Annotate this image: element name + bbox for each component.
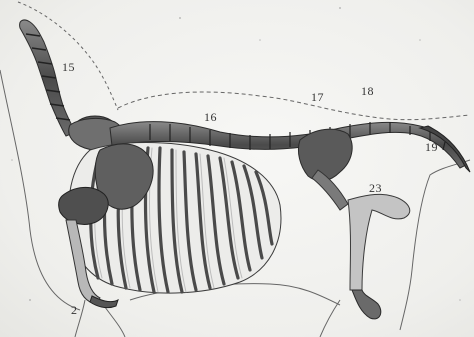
label-23: 23 [369,181,382,196]
label-18: 18 [361,84,374,99]
pelvis [298,129,352,210]
neck-vertebrae [20,20,76,136]
label-17: 17 [311,90,324,105]
label-16: 16 [204,110,217,125]
label-19: 19 [425,140,438,155]
label-15: 15 [62,60,75,75]
label-2: 2 [71,303,78,318]
hind-leg [348,194,410,319]
